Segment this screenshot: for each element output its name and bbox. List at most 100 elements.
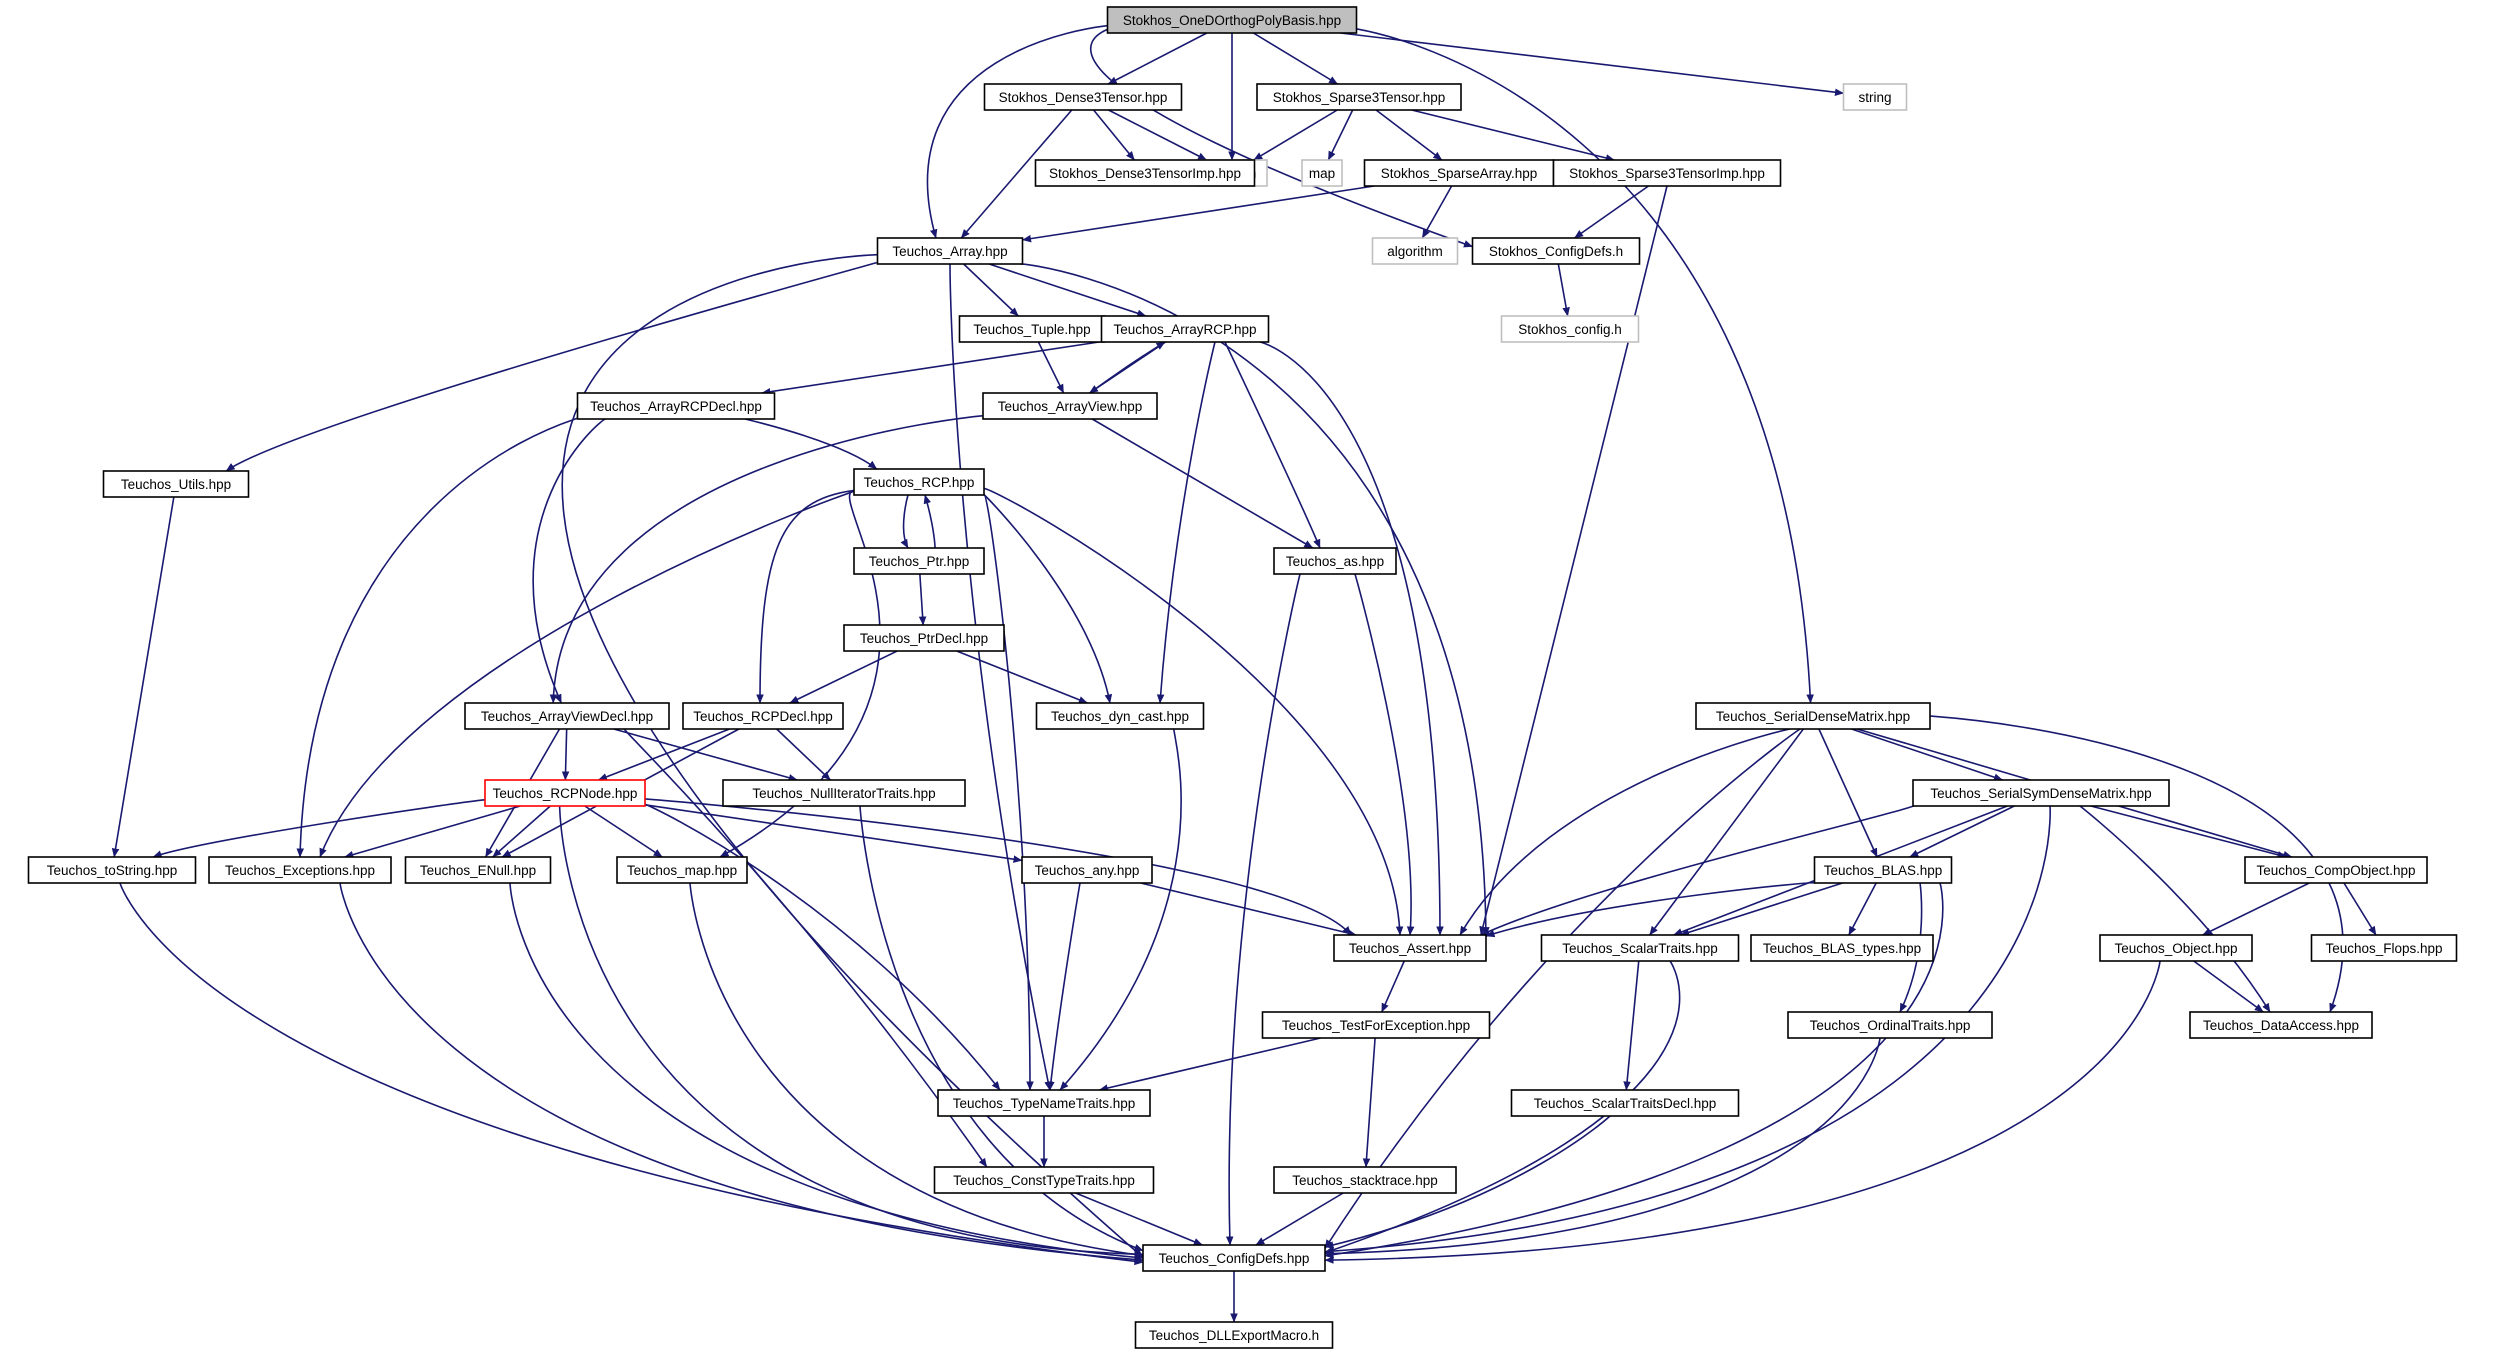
node-scalartraits[interactable]: Teuchos_ScalarTraits.hpp: [1540, 934, 1740, 962]
node-rcpnode[interactable]: Teuchos_RCPNode.hpp: [484, 779, 646, 807]
node-serialdense[interactable]: Teuchos_SerialDenseMatrix.hpp: [1695, 702, 1931, 730]
node-enull[interactable]: Teuchos_ENull.hpp: [404, 856, 552, 884]
node-blas[interactable]: Teuchos_BLAS.hpp: [1813, 856, 1953, 884]
edge-stacktrace-to-configdefs: [1255, 1192, 1344, 1246]
node-testforexc[interactable]: Teuchos_TestForException.hpp: [1261, 1011, 1491, 1039]
node-string[interactable]: string: [1842, 83, 1908, 111]
node-box: [1842, 83, 1908, 111]
node-sparsearray[interactable]: Stokhos_SparseArray.hpp: [1363, 159, 1555, 187]
edge-rcp-to-exceptions: [319, 490, 855, 858]
edge-dyncast-to-typename: [1059, 728, 1182, 1091]
node-serialsym[interactable]: Teuchos_SerialSymDenseMatrix.hpp: [1912, 779, 2170, 807]
node-label: Teuchos_Array.hpp: [892, 244, 1007, 259]
edge-configdefs_h-to-stokhos_config: [1557, 263, 1570, 317]
node-any[interactable]: Teuchos_any.hpp: [1021, 856, 1153, 884]
edge-rcp-to-ptr: [900, 494, 909, 549]
node-flops[interactable]: Teuchos_Flops.hpp: [2310, 934, 2458, 962]
node-label: Teuchos_ConstTypeTraits.hpp: [953, 1173, 1135, 1188]
edge-compobject-to-flops: [2343, 882, 2377, 936]
edge-sparse3imp-to-assert: [1479, 185, 1668, 936]
edge-ordinaltraits-to-configdefs: [1324, 1037, 1881, 1258]
edge-scalartraits-to-configdefs: [1324, 960, 1681, 1254]
node-rcp[interactable]: Teuchos_RCP.hpp: [853, 468, 985, 496]
node-dense3imp[interactable]: Stokhos_Dense3TensorImp.hpp: [1034, 159, 1256, 187]
node-arrayview[interactable]: Teuchos_ArrayView.hpp: [982, 392, 1158, 420]
node-tuple[interactable]: Teuchos_Tuple.hpp: [958, 315, 1106, 343]
edge-array-to-typename: [949, 263, 1052, 1091]
node-label: Teuchos_ArrayRCPDecl.hpp: [590, 399, 762, 414]
node-rcpdecl[interactable]: Teuchos_RCPDecl.hpp: [682, 702, 844, 730]
node-dyncast[interactable]: Teuchos_dyn_cast.hpp: [1035, 702, 1205, 730]
node-object[interactable]: Teuchos_Object.hpp: [2099, 934, 2253, 962]
node-dllexport[interactable]: Teuchos_DLLExportMacro.h: [1134, 1321, 1334, 1349]
node-arrayrcpdecl[interactable]: Teuchos_ArrayRCPDecl.hpp: [576, 392, 776, 420]
node-configdefs[interactable]: Teuchos_ConfigDefs.hpp: [1142, 1244, 1326, 1272]
node-label: Teuchos_SerialSymDenseMatrix.hpp: [1930, 786, 2151, 801]
node-box: [2099, 934, 2253, 962]
node-ordinaltraits[interactable]: Teuchos_OrdinalTraits.hpp: [1787, 1011, 1993, 1039]
node-as[interactable]: Teuchos_as.hpp: [1273, 547, 1397, 575]
node-compobject[interactable]: Teuchos_CompObject.hpp: [2244, 856, 2428, 884]
node-exceptions[interactable]: Teuchos_Exceptions.hpp: [208, 856, 392, 884]
node-blastypes[interactable]: Teuchos_BLAS_types.hpp: [1750, 934, 1934, 962]
edge-serialsym-to-assert: [1480, 803, 1918, 936]
node-array[interactable]: Teuchos_Array.hpp: [876, 237, 1024, 265]
node-box: [1100, 315, 1270, 343]
edge-arrayview-to-as: [1091, 418, 1314, 549]
node-box: [1552, 159, 1782, 187]
node-assert[interactable]: Teuchos_Assert.hpp: [1333, 934, 1487, 962]
edge-utils-to-tostring: [111, 496, 175, 858]
node-dense3[interactable]: Stokhos_Dense3Tensor.hpp: [983, 83, 1183, 111]
edge-root-to-array: [926, 24, 1109, 239]
node-scalartraitsdecl[interactable]: Teuchos_ScalarTraitsDecl.hpp: [1510, 1089, 1740, 1117]
node-dataaccess[interactable]: Teuchos_DataAccess.hpp: [2189, 1011, 2373, 1039]
node-sparse3[interactable]: Stokhos_Sparse3Tensor.hpp: [1256, 83, 1462, 111]
node-box: [1142, 1244, 1326, 1272]
node-utils[interactable]: Teuchos_Utils.hpp: [102, 470, 250, 498]
node-stacktrace[interactable]: Teuchos_stacktrace.hpp: [1273, 1166, 1457, 1194]
edge-arrayrcp-to-as: [1224, 341, 1321, 549]
edge-rcp-to-assert: [983, 487, 1404, 936]
node-tmap[interactable]: Teuchos_map.hpp: [616, 856, 748, 884]
node-label: Teuchos_dyn_cast.hpp: [1051, 709, 1189, 724]
node-consttype[interactable]: Teuchos_ConstTypeTraits.hpp: [933, 1166, 1155, 1194]
node-label: Teuchos_DataAccess.hpp: [2203, 1018, 2359, 1033]
node-typename[interactable]: Teuchos_TypeNameTraits.hpp: [937, 1089, 1151, 1117]
node-root[interactable]: Stokhos_OneDOrthogPolyBasis.hpp: [1106, 6, 1358, 34]
edge-dense3-to-dense3imp: [1092, 109, 1136, 161]
edge-array-to-utils: [225, 261, 879, 472]
node-ptrdecl[interactable]: Teuchos_PtrDecl.hpp: [843, 624, 1005, 652]
edge-ptrdecl-to-dyncast: [956, 650, 1088, 704]
node-label: map: [1309, 166, 1335, 181]
node-configdefs_h[interactable]: Stokhos_ConfigDefs.h: [1471, 237, 1641, 265]
node-label: Stokhos_Dense3Tensor.hpp: [999, 90, 1168, 105]
edge-sparsearray-to-algorithm: [1421, 185, 1453, 239]
node-map[interactable]: map: [1301, 159, 1343, 187]
node-label: Stokhos_Sparse3Tensor.hpp: [1273, 90, 1446, 105]
node-ptr[interactable]: Teuchos_Ptr.hpp: [853, 547, 985, 575]
edge-exceptions-to-configdefs: [339, 882, 1144, 1264]
node-box: [876, 237, 1024, 265]
node-label: Teuchos_SerialDenseMatrix.hpp: [1716, 709, 1910, 724]
node-stokhos_config[interactable]: Stokhos_config.h: [1500, 315, 1640, 343]
node-arrayviewdecl[interactable]: Teuchos_ArrayViewDecl.hpp: [464, 702, 670, 730]
edge-root-to-sparse3: [1253, 32, 1338, 85]
node-box: [1471, 237, 1641, 265]
dependency-edges: [111, 24, 2377, 1323]
edge-testforexc-to-stacktrace: [1362, 1037, 1376, 1168]
edge-object-to-dataaccess: [2193, 960, 2264, 1013]
edge-rcpnode-to-typename: [644, 803, 1001, 1091]
node-nulliter[interactable]: Teuchos_NullIteratorTraits.hpp: [722, 779, 966, 807]
node-label: Teuchos_ScalarTraits.hpp: [1562, 941, 1718, 956]
node-label: Teuchos_Exceptions.hpp: [225, 863, 375, 878]
edge-arrayrcpdecl-to-exceptions: [296, 416, 580, 858]
edge-dense3-to-array: [960, 109, 1073, 239]
node-label: Teuchos_any.hpp: [1035, 863, 1140, 878]
edge-rcp-to-dyncast: [983, 494, 1113, 704]
node-algorithm[interactable]: algorithm: [1371, 237, 1459, 265]
node-tostring[interactable]: Teuchos_toString.hpp: [27, 856, 197, 884]
edge-array-to-assert: [1020, 263, 1490, 937]
node-sparse3imp[interactable]: Stokhos_Sparse3TensorImp.hpp: [1552, 159, 1782, 187]
node-arrayrcp[interactable]: Teuchos_ArrayRCP.hpp: [1100, 315, 1270, 343]
